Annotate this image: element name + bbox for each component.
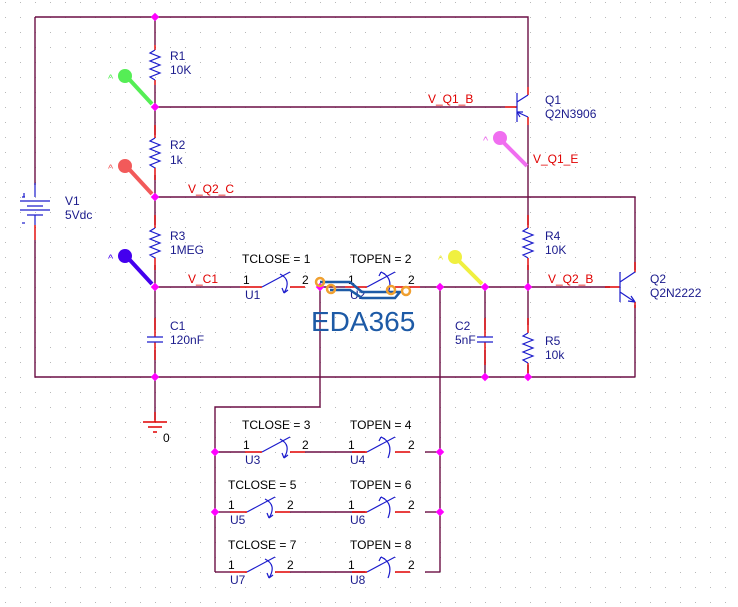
q1-emitter-arrow: [516, 111, 523, 118]
probe-yellow-marker: ^: [438, 254, 444, 266]
switch-u4[interactable]: TOPEN = 4 1 2 U4: [348, 418, 415, 467]
wire-top-rail[interactable]: [35, 16, 529, 87]
probe-magenta-marker: ^: [483, 135, 489, 147]
probe-red[interactable]: ^: [108, 159, 154, 196]
u8-param: TOPEN = 8: [350, 538, 412, 552]
u5-param: TCLOSE = 5: [228, 478, 297, 492]
plus-mark: [22, 193, 25, 198]
q1-value: Q2N3906: [545, 107, 597, 121]
u6-pin2: 2: [408, 498, 415, 512]
u3-pin1: 1: [243, 438, 250, 452]
r1-value: 10K: [170, 63, 191, 77]
net-labels: V_Q1_B V_Q1_E V_Q2_C V_C1 V_Q2_B: [188, 92, 593, 286]
transistor-q2[interactable]: Q2 Q2N2222: [605, 262, 702, 308]
switch-u7[interactable]: TCLOSE = 7 1 2 U7: [228, 538, 297, 587]
q2-emitter-arrow: [627, 295, 636, 303]
switch-u6[interactable]: TOPEN = 6 1 2 U6: [348, 478, 415, 527]
u1-pin1: 1: [243, 273, 250, 287]
net-label-v-q2-c: V_Q2_C: [188, 182, 234, 196]
resistor-r1[interactable]: R1 10K: [148, 45, 191, 85]
ground-symbol[interactable]: 0: [143, 412, 170, 445]
u6-param: TOPEN = 6: [350, 478, 412, 492]
u1-pin2: 2: [302, 273, 309, 287]
net-label-v-c1: V_C1: [188, 272, 218, 286]
u4-pin2: 2: [408, 438, 415, 452]
c2-value: 5nF: [455, 333, 476, 347]
u4-ref: U4: [350, 453, 366, 467]
transistor-q1[interactable]: Q1 Q2N3906: [505, 87, 597, 125]
u2-pin1: 1: [348, 273, 355, 287]
r4-ref: R4: [545, 229, 561, 243]
resistor-r4[interactable]: R4 10K: [521, 215, 566, 270]
r5-value: 10k: [545, 348, 565, 362]
u8-pin2: 2: [408, 558, 415, 572]
r3-value: 1MEG: [170, 243, 204, 257]
u7-pin1: 1: [228, 558, 235, 572]
q1-ref: Q1: [545, 93, 561, 107]
wire-ladder-left[interactable]: [214, 287, 321, 572]
switch-u3[interactable]: TCLOSE = 3 1 2 U3: [242, 418, 311, 467]
resistor-r3[interactable]: R3 1MEG: [148, 215, 204, 270]
voltage-source-v1[interactable]: V1 5Vdc: [20, 183, 92, 240]
u6-ref: U6: [350, 513, 366, 527]
r2-value: 1k: [170, 153, 184, 167]
u5-pin2: 2: [287, 498, 294, 512]
u4-param: TOPEN = 4: [350, 418, 412, 432]
r2-ref: R2: [170, 138, 186, 152]
wire-left-bottom-rail[interactable]: [34, 240, 635, 378]
u2-pin2: 2: [408, 273, 415, 287]
c2-ref: C2: [455, 319, 471, 333]
v1-ref: V1: [65, 194, 80, 208]
probe-green-marker: ^: [108, 73, 114, 85]
u2-param: TOPEN = 2: [350, 252, 412, 266]
switch-u8[interactable]: TOPEN = 8 1 2 U8: [348, 538, 415, 587]
c1-value: 120nF: [170, 333, 204, 347]
r4-value: 10K: [545, 243, 566, 257]
r3-ref: R3: [170, 229, 186, 243]
u1-ref: U1: [245, 288, 261, 302]
capacitor-c1[interactable]: C1 120nF: [147, 318, 204, 360]
r1-ref: R1: [170, 49, 186, 63]
u7-ref: U7: [230, 573, 246, 587]
watermark-trace-icon: [320, 280, 403, 300]
u1-param: TCLOSE = 1: [242, 252, 311, 266]
u3-param: TCLOSE = 3: [242, 418, 311, 432]
u4-pin1: 1: [348, 438, 355, 452]
resistor-r2[interactable]: R2 1k: [148, 125, 186, 180]
probe-blue[interactable]: ^: [108, 249, 154, 286]
eda365-watermark: EDA365: [311, 276, 415, 337]
u3-pin2: 2: [302, 438, 309, 452]
probe-yellow[interactable]: ^: [438, 250, 484, 286]
wire-v-q2-c[interactable]: [155, 196, 636, 270]
ground-label: 0: [163, 431, 170, 445]
u6-pin1: 1: [348, 498, 355, 512]
r5-ref: R5: [545, 334, 561, 348]
u7-param: TCLOSE = 7: [228, 538, 297, 552]
u3-ref: U3: [245, 453, 261, 467]
u7-pin2: 2: [287, 558, 294, 572]
net-label-v-q1-b: V_Q1_B: [428, 92, 473, 106]
u5-ref: U5: [230, 513, 246, 527]
q2-value: Q2N2222: [650, 286, 702, 300]
probe-blue-marker: ^: [108, 253, 114, 265]
capacitor-c2[interactable]: C2 5nF: [455, 318, 493, 365]
u8-pin1: 1: [348, 558, 355, 572]
probe-red-marker: ^: [108, 163, 114, 175]
probe-green[interactable]: ^: [108, 69, 154, 106]
q2-ref: Q2: [650, 272, 666, 286]
switch-u1[interactable]: TCLOSE = 1 1 2 U1: [240, 252, 311, 302]
net-label-v-q2-b: V_Q2_B: [548, 272, 593, 286]
probe-magenta[interactable]: ^: [483, 131, 529, 168]
net-label-v-q1-e: V_Q1_E: [533, 152, 578, 166]
v1-value: 5Vdc: [65, 208, 92, 222]
c1-ref: C1: [170, 319, 186, 333]
u8-ref: U8: [350, 573, 366, 587]
resistor-r5[interactable]: R5 10k: [521, 318, 565, 375]
switch-u5[interactable]: TCLOSE = 5 1 2 U5: [228, 478, 297, 527]
u5-pin1: 1: [228, 498, 235, 512]
watermark-text: EDA365: [311, 306, 415, 337]
